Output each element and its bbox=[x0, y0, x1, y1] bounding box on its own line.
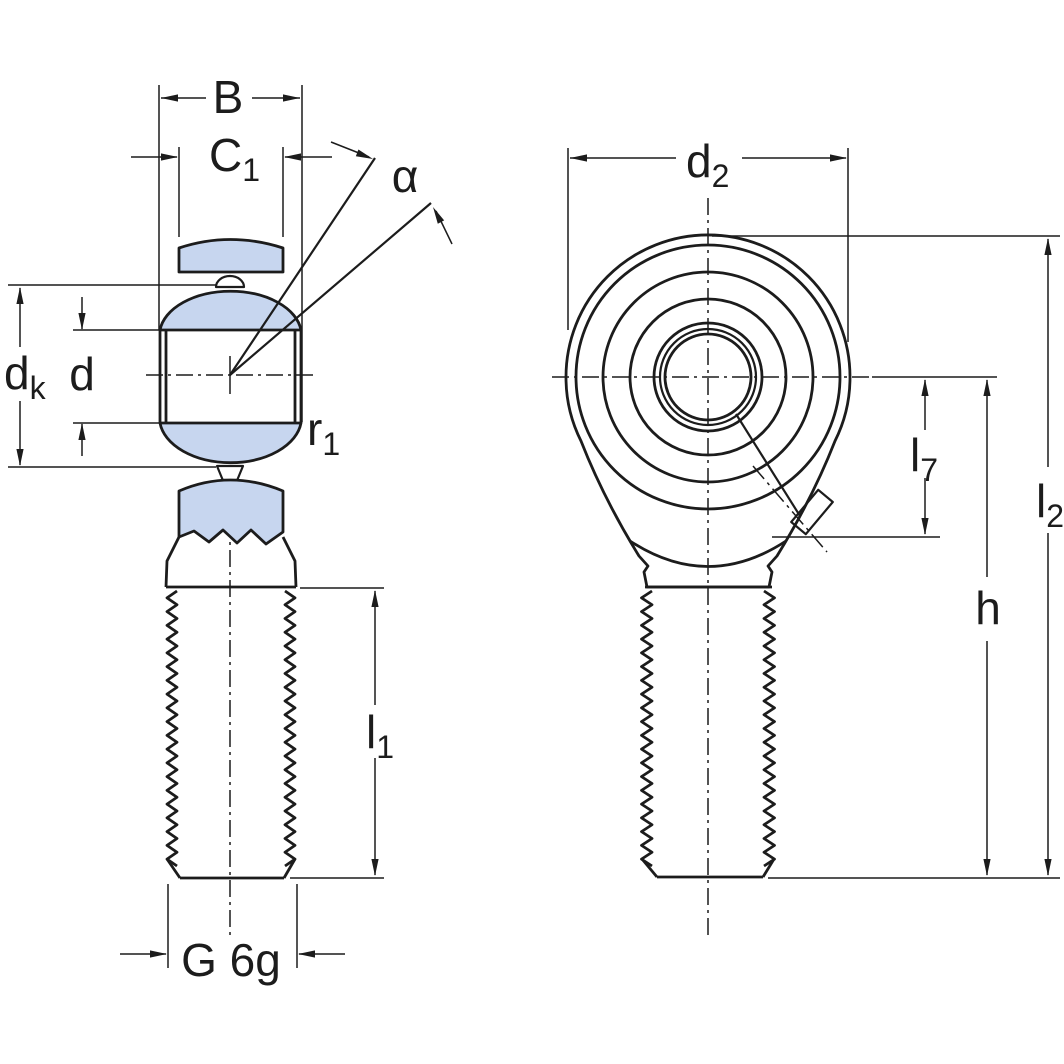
right-view-centerlines bbox=[552, 198, 997, 938]
dim-label-alpha: α bbox=[392, 150, 419, 202]
threads-and-arrowheads bbox=[16, 94, 1052, 958]
housing-top-rim bbox=[177, 238, 285, 274]
housing-lower-body bbox=[177, 478, 285, 546]
dim-label-l1: l1 bbox=[366, 706, 394, 765]
dim-label-h: h bbox=[975, 582, 1001, 634]
bore-side-walls bbox=[158, 330, 303, 423]
thread-end-right-view bbox=[640, 585, 776, 879]
right-view-dimension-lines bbox=[567, 148, 1060, 879]
dim-label-r1: r1 bbox=[307, 403, 340, 462]
dim-label-B: B bbox=[213, 71, 244, 123]
dim-label-d2: d2 bbox=[686, 135, 729, 194]
dim-label-l7: l7 bbox=[910, 429, 938, 488]
dim-label-C1: C1 bbox=[209, 129, 260, 188]
ball-top-cap bbox=[158, 289, 303, 332]
dim-label-d: d bbox=[69, 348, 95, 400]
left-view-section bbox=[8, 85, 453, 968]
dim-label-dk: dk bbox=[4, 347, 47, 406]
dim-label-thread: G 6g bbox=[181, 934, 281, 986]
ball-bottom-cap bbox=[158, 421, 303, 465]
dimension-labels: B C1 α dk d r1 l1 G 6g d2 l7 h l2 bbox=[4, 71, 1064, 986]
shank-transition bbox=[164, 536, 298, 589]
dim-label-l2: l2 bbox=[1036, 475, 1064, 534]
thread-end-left-view bbox=[165, 858, 297, 880]
lube-hole-top bbox=[214, 274, 246, 289]
right-view bbox=[552, 148, 1060, 938]
